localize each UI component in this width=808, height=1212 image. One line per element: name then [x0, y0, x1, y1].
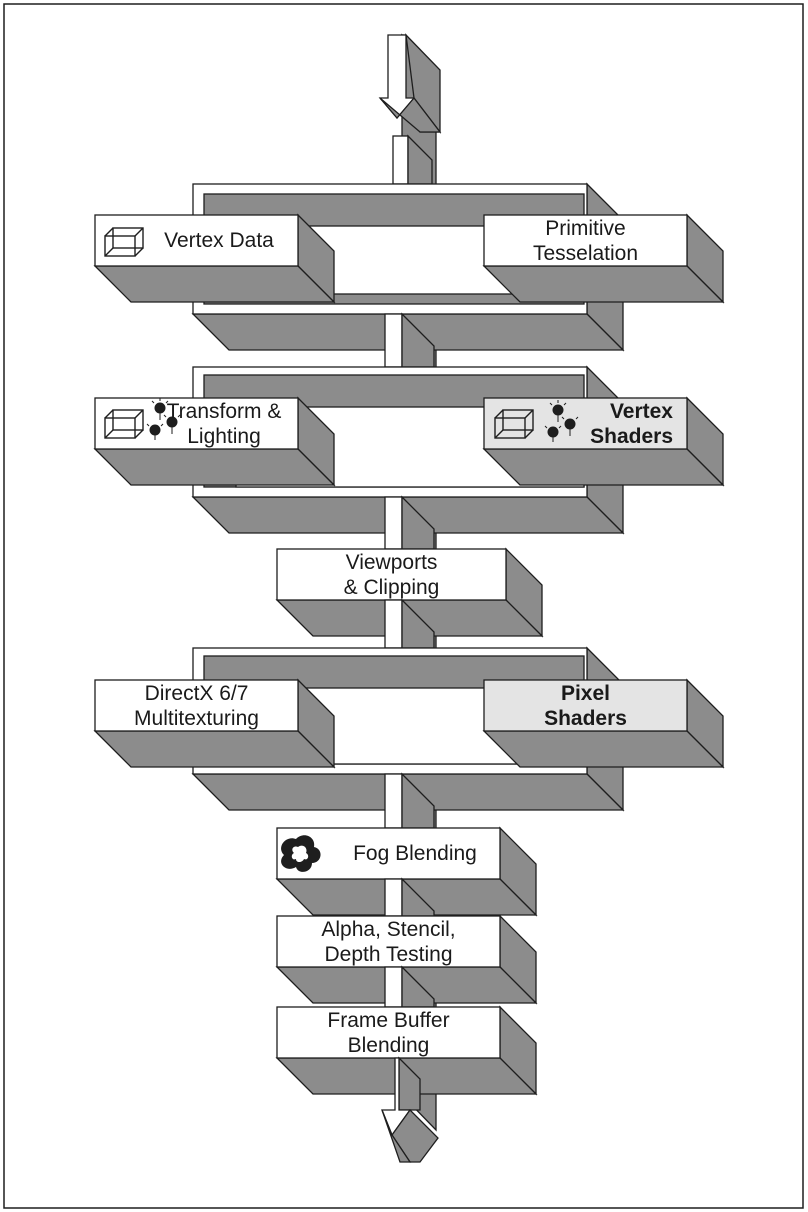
- wireframe-cube-icon: [104, 409, 144, 439]
- light-bulbs-icon: [544, 400, 579, 442]
- input-arrow: [378, 33, 442, 134]
- stage-viewports-clipping: [275, 547, 544, 638]
- pipe-segment: [384, 496, 403, 550]
- stage-primitive-tesselation: [482, 213, 725, 304]
- pipe-segment: [384, 773, 403, 829]
- output-arrow: [381, 1056, 439, 1163]
- stage-transform-lighting: [93, 396, 336, 487]
- figure-border: [3, 3, 804, 1209]
- pipe-segment: [384, 313, 403, 368]
- pipe-segment: [384, 599, 403, 649]
- stage-vertex-data: [93, 213, 336, 304]
- light-bulbs-icon: [146, 398, 181, 440]
- pipe-segment: [384, 966, 403, 1008]
- pipe-segment: [392, 135, 409, 185]
- wireframe-cube-icon: [494, 409, 534, 439]
- stage-pixel-shaders: [482, 678, 725, 769]
- fog-blob-icon: [281, 835, 321, 872]
- stage-vertex-shaders: [482, 396, 725, 487]
- stage-multitexturing: [93, 678, 336, 769]
- wireframe-cube-icon: [104, 227, 144, 257]
- pipe-segment: [384, 878, 403, 917]
